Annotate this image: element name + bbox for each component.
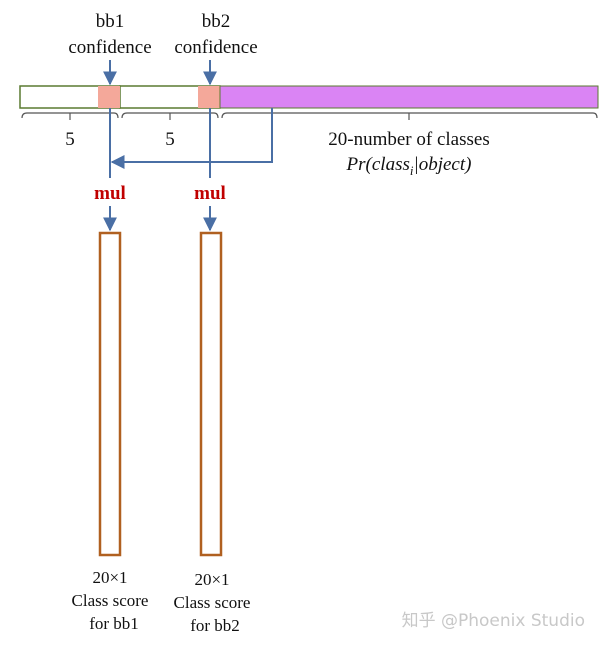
bb1-score-dimension: 20×1 <box>92 568 127 587</box>
class-probabilities-segment <box>219 85 599 109</box>
bb2-class-score-box <box>199 231 223 557</box>
bb1-segment-count: 5 <box>65 129 75 150</box>
mul-label-bb2: mul <box>194 183 226 204</box>
bb1-label: bb1 <box>96 11 125 32</box>
bb1-confidence-label: confidence <box>68 37 151 58</box>
classes-count-label: 20-number of classes <box>328 129 489 150</box>
classes-bracket <box>221 112 598 119</box>
bb2-confidence-cell <box>198 86 220 108</box>
bb1-confidence-cell <box>98 86 120 108</box>
watermark: 知乎 @Phoenix Studio <box>402 611 585 631</box>
bb2-label: bb2 <box>202 11 231 32</box>
bb2-confidence-label: confidence <box>174 37 257 58</box>
class-prob-routing-arrow <box>110 108 273 169</box>
class-probability-formula: Pr(classi|object) <box>346 154 472 178</box>
bb2-score-dimension: 20×1 <box>194 570 229 589</box>
bb2-segment-count: 5 <box>165 129 175 150</box>
mul-label-bb1: mul <box>94 183 126 204</box>
bb1-score-caption: Class score <box>72 591 149 610</box>
bb2-score-caption-2: for bb2 <box>190 616 240 635</box>
bb2-score-caption: Class score <box>174 593 251 612</box>
bb1-class-score-box <box>98 231 122 557</box>
bb1-score-caption-2: for bb1 <box>89 614 139 633</box>
